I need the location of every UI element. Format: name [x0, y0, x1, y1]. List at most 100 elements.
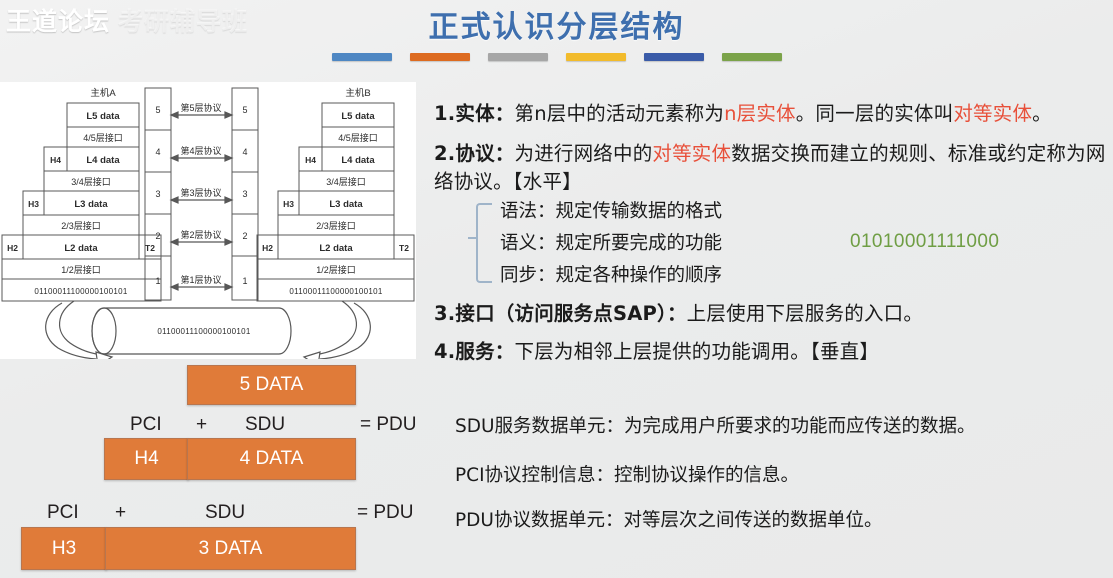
svg-text:4/5层接口: 4/5层接口	[83, 132, 123, 143]
binary-string: 01010001111000	[850, 231, 1000, 252]
right-item-3: 3.接口（访问服务点SAP）：上层使用下层服务的入口。	[434, 300, 1106, 328]
svg-text:2/3层接口: 2/3层接口	[61, 220, 101, 231]
svg-text:L4 data: L4 data	[86, 155, 120, 166]
accent-bar-3	[487, 53, 548, 61]
pci-label-row1: PCI	[130, 414, 162, 435]
item2-num: 2.	[434, 142, 456, 165]
footer-line-3: PDU协议数据单元：对等层次之间传送的数据单位。	[455, 510, 883, 531]
plus-label-row1: +	[196, 414, 208, 435]
svg-text:H3: H3	[28, 199, 39, 209]
layer-architecture-diagram: 主机A 主机B L5 data 4/5层接口 H4 L4 data 3/4层接口…	[0, 82, 416, 359]
svg-text:第5层协议: 第5层协议	[180, 102, 221, 113]
accent-bar-1	[331, 53, 392, 61]
pdu-label-row2: = PDU	[357, 502, 414, 523]
svg-text:H2: H2	[7, 243, 18, 253]
plus-label-row2: +	[115, 502, 127, 523]
svg-text:H2: H2	[262, 243, 273, 253]
item2-red1: 对等实体	[652, 142, 732, 165]
svg-text:01100011100000100101: 01100011100000100101	[34, 287, 127, 296]
svg-text:H4: H4	[305, 155, 316, 165]
item3-num: 3.	[434, 302, 456, 325]
box-5-data: 5 DATA	[187, 365, 356, 405]
svg-text:1/2层接口: 1/2层接口	[61, 264, 101, 275]
svg-text:第4层协议: 第4层协议	[180, 145, 221, 156]
item2-text3: 称为网络协议。【水平】	[434, 142, 1106, 193]
box-h4: H4	[104, 438, 189, 480]
svg-text:T2: T2	[145, 243, 155, 253]
item1-text1: 第n层中的活动元素称为	[514, 102, 725, 125]
svg-text:L3 data: L3 data	[74, 199, 108, 210]
svg-text:4: 4	[155, 147, 160, 157]
sub-item-1: 语法：规定传输数据的格式	[500, 201, 723, 222]
svg-text:L3 data: L3 data	[329, 199, 363, 210]
item2-term: 协议	[455, 142, 495, 165]
accent-bar-6	[721, 53, 782, 61]
item4-text: 下层为相邻上层提供的功能调用。【垂直】	[514, 340, 880, 363]
item3-colon: ：	[666, 302, 687, 325]
host-b-label: 主机B	[345, 87, 370, 99]
pdu-label-row1: = PDU	[360, 414, 417, 435]
item1-red2: 对等实体	[953, 102, 1033, 125]
right-item-4: 4.服务：下层为相邻上层提供的功能调用。【垂直】	[434, 338, 1106, 366]
item1-term: 实体	[455, 102, 495, 125]
item1-colon: ：	[494, 102, 515, 125]
watermark-faint: 考研辅导班	[118, 8, 249, 36]
sub-list-brace	[476, 203, 492, 283]
right-item-1: 1.实体：第n层中的活动元素称为n层实体。同一层的实体叫对等实体。	[434, 100, 1106, 128]
svg-text:H4: H4	[50, 155, 61, 165]
item1-text2: 。同一层的实体叫	[795, 102, 954, 125]
svg-text:3: 3	[242, 189, 247, 199]
item4-num: 4.	[434, 340, 456, 363]
item2-text2: 数据交换而建立的规则、标准或约定	[731, 142, 1047, 165]
item2-colon: ：	[494, 142, 515, 165]
accent-bar-4	[565, 53, 626, 61]
pci-label-row2: PCI	[47, 502, 79, 523]
right-item-2: 2.协议：为进行网络中的对等实体数据交换而建立的规则、标准或约定称为网络协议。【…	[434, 140, 1106, 196]
svg-text:5: 5	[155, 105, 160, 115]
host-a-label: 主机A	[90, 87, 116, 99]
sub-item-3: 同步：规定各种操作的顺序	[500, 265, 723, 286]
svg-text:2: 2	[242, 231, 247, 241]
svg-text:01100011100000100101: 01100011100000100101	[289, 287, 382, 296]
svg-text:1: 1	[242, 276, 247, 286]
svg-text:L5 data: L5 data	[341, 111, 375, 122]
box-h3: H3	[21, 527, 107, 570]
item4-term: 服务	[455, 340, 495, 363]
sdu-label-row1: SDU	[245, 414, 286, 435]
sub-list-brace-nub	[468, 237, 477, 239]
item3-text: 上层使用下层服务的入口。	[686, 302, 924, 325]
svg-text:3: 3	[155, 189, 160, 199]
sdu-label-row2: SDU	[205, 502, 246, 523]
svg-text:4/5层接口: 4/5层接口	[338, 132, 378, 143]
item1-text3: 。	[1032, 102, 1052, 125]
svg-text:第3层协议: 第3层协议	[180, 187, 221, 198]
item2-text1: 为进行网络中的	[514, 142, 653, 165]
svg-text:L2 data: L2 data	[319, 243, 353, 254]
sub-item-2: 语义：规定所要完成的功能	[500, 233, 723, 254]
svg-text:H3: H3	[283, 199, 294, 209]
pdu-encapsulation-diagram: 5 DATA PCI + SDU = PDU H4 4 DATA PCI + S…	[0, 360, 430, 578]
watermark-main: 王道论坛	[6, 8, 111, 36]
svg-text:L4 data: L4 data	[341, 155, 375, 166]
page-title: 正式认识分层结构	[428, 10, 685, 45]
diagram-svg: 主机A 主机B L5 data 4/5层接口 H4 L4 data 3/4层接口…	[1, 87, 415, 359]
item3-term: 接口（访问服务点SAP）	[455, 302, 667, 325]
svg-text:T2: T2	[399, 243, 409, 253]
accent-bar-2	[409, 53, 470, 61]
footer-line-2: PCI协议控制信息：控制协议操作的信息。	[455, 465, 800, 486]
svg-text:1: 1	[155, 276, 160, 286]
svg-text:L5 data: L5 data	[86, 111, 120, 122]
watermark: 王道论坛考研辅导班	[6, 2, 248, 38]
box-3-data: 3 DATA	[105, 527, 356, 570]
accent-bar-strip	[0, 53, 1113, 62]
svg-text:1/2层接口: 1/2层接口	[316, 264, 356, 275]
item1-num: 1.	[434, 102, 456, 125]
svg-text:第1层协议: 第1层协议	[180, 274, 221, 285]
svg-text:4: 4	[242, 147, 247, 157]
svg-text:第2层协议: 第2层协议	[180, 229, 221, 240]
footer-line-1: SDU服务数据单元：为完成用户所要求的功能而应传送的数据。	[455, 416, 976, 437]
accent-bar-5	[643, 53, 704, 61]
box-4-data: 4 DATA	[187, 438, 356, 480]
svg-text:3/4层接口: 3/4层接口	[71, 176, 111, 187]
